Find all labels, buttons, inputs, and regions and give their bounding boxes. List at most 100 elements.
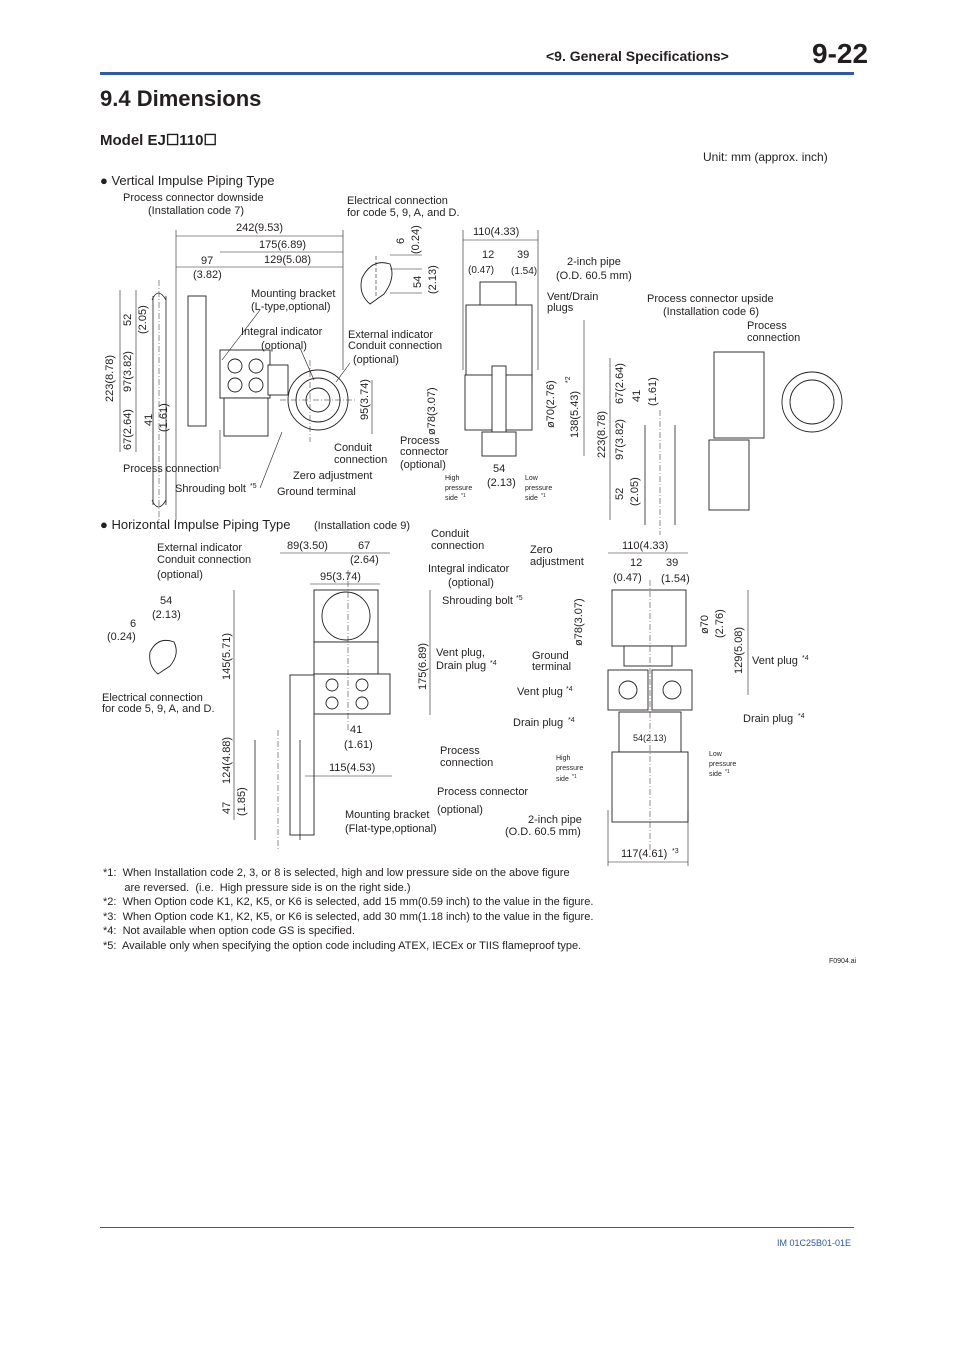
h-bolt-1 (325, 678, 339, 692)
label-mounting-bracket: Mounting bracket (251, 288, 335, 300)
model-title: Model EJ☐110☐ (100, 132, 217, 149)
footnote: are reversed. (i.e. High pressure side i… (103, 881, 411, 894)
upside-d41: 41 (631, 390, 643, 402)
high-p3: side (445, 495, 458, 502)
hf-high-p1: High (556, 755, 571, 762)
vertical-install-code: (Installation code 7) (148, 205, 244, 217)
h-bolt-4 (355, 696, 369, 710)
h-dim-41: 41 (350, 724, 362, 736)
bolt-4 (248, 377, 264, 393)
hf-dim-39: 39 (666, 557, 678, 569)
label-process-connector: Process (400, 435, 440, 447)
hf-label-ground: Ground (532, 650, 569, 662)
dim-39-in: (1.54) (511, 266, 537, 277)
dim-6-in: (0.24) (410, 225, 422, 254)
upside-d223: 223(8.78) (596, 411, 608, 458)
dim-70: ø70(2.76) (545, 380, 557, 428)
h-label-shrouding: Shrouding bolt (442, 595, 513, 607)
dim-95: 95(3.74) (359, 379, 371, 420)
low-p3: side (525, 495, 538, 502)
h-housing-window (321, 591, 371, 641)
h-dim-67: 67 (358, 540, 370, 552)
hf-dim-12: 12 (630, 557, 642, 569)
label-pipe-sub: (O.D. 60.5 mm) (556, 270, 632, 282)
h-flat-bracket (289, 674, 315, 836)
hf-housing (611, 589, 687, 647)
h-dim-67-in: (2.64) (350, 554, 379, 566)
footnotes: *1: When Installation code 2, 3, or 8 is… (103, 866, 593, 953)
neck (267, 364, 289, 396)
dim-97v: 97(3.82) (122, 351, 134, 392)
label-ground-terminal: Ground terminal (277, 486, 356, 498)
h-label-elec-sub: for code 5, 9, A, and D. (102, 703, 215, 715)
h-label-process-connector: Process connector (437, 786, 528, 798)
header-rule (100, 72, 854, 75)
h-label-process-conn: Process (440, 745, 480, 757)
footer-rule (100, 1227, 854, 1228)
h-dim-41-in: (1.61) (344, 739, 373, 751)
dim-6: 6 (395, 238, 407, 244)
label-conduit-sub: connection (334, 454, 387, 466)
label-ext-indicator: External indicator (348, 329, 433, 341)
hf-high-p2: pressure (556, 765, 583, 772)
hf-port-right (662, 680, 682, 700)
dim-54b-in: (2.13) (487, 477, 516, 489)
h-dim-145: 145(5.71) (221, 633, 233, 680)
hf-low-p3: side (709, 771, 722, 778)
dim-54-in: (2.13) (427, 265, 439, 294)
high-p1: High (445, 475, 460, 482)
dim-52: 52 (122, 314, 134, 326)
hf-label-drain-left: Drain plug (513, 717, 563, 729)
leader-ext (335, 362, 351, 383)
label-shrouding-bolt: Shrouding bolt (175, 483, 246, 495)
h-bolt-3 (325, 696, 339, 710)
dim-52-in: (2.05) (137, 305, 149, 334)
upside-d41-in: (1.61) (647, 377, 659, 406)
h-label-conduit: Conduit (431, 528, 469, 540)
dim-41-in: (1.61) (158, 403, 170, 432)
label-mounting-bracket-sub: (L-type,optional) (251, 301, 331, 313)
dim-97-in: (3.82) (193, 269, 222, 281)
vertical-elec-codes: for code 5, 9, A, and D. (347, 207, 460, 219)
hf-high-p3: side (556, 776, 569, 783)
h-label-bracket-sub: (Flat-type,optional) (345, 823, 437, 835)
bolt-3 (227, 377, 243, 393)
footnote: *4: Not available when option code GS is… (103, 925, 355, 937)
upside-process: Process (747, 320, 787, 332)
dim-54: 54 (412, 276, 424, 288)
front-capsule-left (464, 374, 496, 431)
upside-bracket (708, 439, 750, 511)
h-label-shrouding-sup: *5 (516, 595, 523, 602)
figure-id: F0904.ai (829, 958, 857, 965)
hf-label-vent-left-sup: *4 (566, 686, 573, 693)
hf-dim-117: 117(4.61) (621, 848, 667, 860)
h-label-ext-indicator-opt: (optional) (157, 569, 203, 581)
upside-d67: 67(2.64) (614, 363, 626, 404)
label-vent-drain-sub: plugs (547, 302, 574, 314)
h-label-vent-drain-sup: *4 (490, 660, 497, 667)
dim-67: 67(2.64) (122, 409, 134, 450)
h-dim-89: 89(3.50) (287, 540, 328, 552)
h-dim-175: 175(6.89) (417, 643, 429, 690)
h-dim-124: 124(4.88) (221, 737, 233, 784)
leader-bracket (221, 309, 261, 361)
h-label-ext-indicator-sub: Conduit connection (157, 554, 251, 566)
label-pipe: 2-inch pipe (567, 256, 621, 268)
h-neck (313, 641, 379, 675)
upside-d52-in: (2.05) (629, 477, 641, 506)
hf-dim-12-in: (0.47) (613, 572, 642, 584)
elec-connector-shape (360, 262, 393, 305)
hf-port-left (618, 680, 638, 700)
upside-d52: 52 (614, 488, 626, 500)
leader-shroud (259, 431, 283, 489)
dim-54b: 54 (493, 463, 505, 475)
hf-label-drain-left-sup: *4 (568, 717, 575, 724)
dimension-figure: ● Vertical Impulse Piping Type Process c… (100, 173, 843, 866)
hf-dim-54: 54(2.13) (633, 733, 667, 743)
label-vent-drain: Vent/Drain (547, 291, 598, 303)
h-label-ext-indicator: External indicator (157, 542, 242, 554)
hf-label-vent-right-sup: *4 (802, 655, 809, 662)
h-dim-54: 54 (160, 595, 172, 607)
low-sup: *1 (541, 493, 546, 499)
h-capsule (313, 673, 391, 715)
